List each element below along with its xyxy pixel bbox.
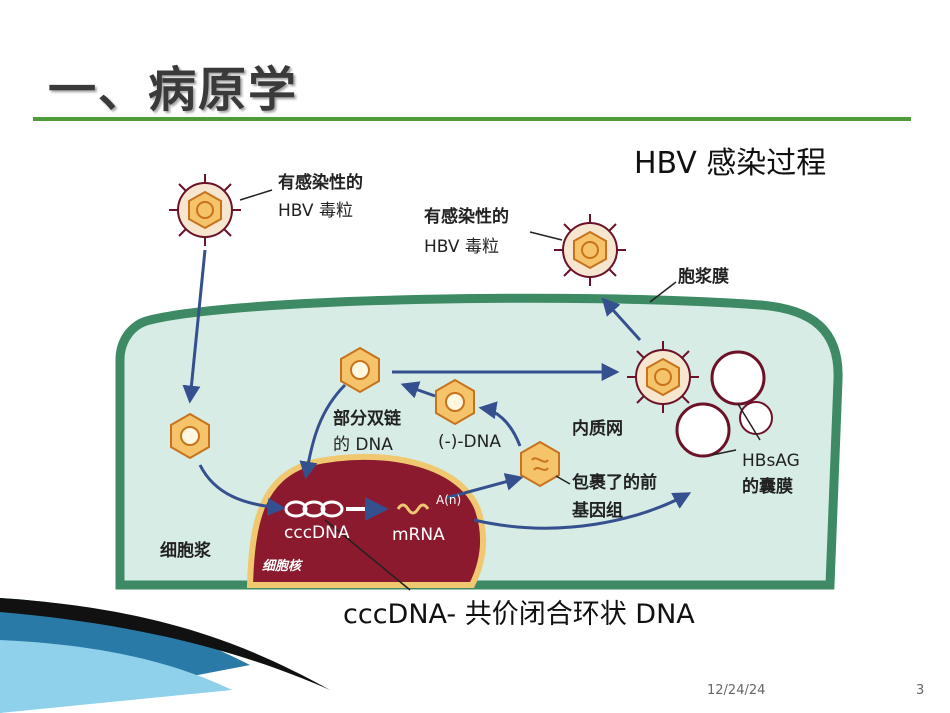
partial-dsdna-label-line2: 的 DNA bbox=[333, 435, 393, 455]
cccdna-icon bbox=[284, 500, 344, 518]
capsid-pregenome bbox=[520, 440, 560, 488]
cccdna-label: cccDNA bbox=[284, 523, 350, 543]
page-number: 3 bbox=[916, 683, 925, 698]
leader-lines bbox=[239, 189, 761, 591]
mrna-label: mRNA bbox=[392, 525, 445, 545]
plasma-membrane-label: 胞浆膜 bbox=[678, 266, 729, 287]
er-label: 内质网 bbox=[572, 418, 623, 439]
virion-2-label-line1: 有感染性的 bbox=[424, 206, 509, 227]
partial-dsdna-label-line1: 部分双链 bbox=[333, 408, 402, 429]
pathway-arrows bbox=[182, 249, 692, 530]
pregenome-label-line1: 包裹了的前 bbox=[572, 472, 657, 493]
virion-2-label-line2: HBV 毒粒 bbox=[424, 237, 499, 257]
diagram-subtitle: HBV 感染过程 bbox=[634, 146, 827, 181]
pregenome-label-line2: 基因组 bbox=[571, 500, 623, 521]
er-vesicle bbox=[675, 350, 773, 458]
virion-1-label-line2: HBV 毒粒 bbox=[278, 201, 353, 221]
corner-swoosh-light bbox=[0, 640, 232, 713]
title-divider bbox=[33, 117, 911, 121]
footer-date: 12/24/24 bbox=[707, 683, 766, 698]
hbsag-label-line2: 的囊膜 bbox=[742, 476, 793, 497]
cytoplasm-label: 细胞浆 bbox=[160, 540, 212, 561]
hbsag-label-line1: HBsAG bbox=[742, 451, 800, 471]
minus-dna-label: (-)-DNA bbox=[438, 432, 501, 452]
virion-2 bbox=[554, 214, 626, 286]
virion-budding bbox=[627, 341, 699, 413]
polya-label: A(n) bbox=[436, 493, 461, 507]
slide-title: 一、病原学 bbox=[48, 62, 299, 118]
capsid-partial-dsdna bbox=[340, 346, 380, 394]
capsid-entering bbox=[170, 412, 210, 460]
mrna-wave bbox=[396, 503, 430, 515]
nucleus-label: 细胞核 bbox=[262, 558, 304, 574]
virion-1-label-line1: 有感染性的 bbox=[278, 172, 363, 193]
cccdna-caption: cccDNA- 共价闭合环状 DNA bbox=[343, 599, 695, 630]
corner-swoosh-black bbox=[0, 598, 330, 690]
capsid-minus-dna bbox=[435, 378, 475, 426]
virion-1 bbox=[169, 174, 241, 246]
